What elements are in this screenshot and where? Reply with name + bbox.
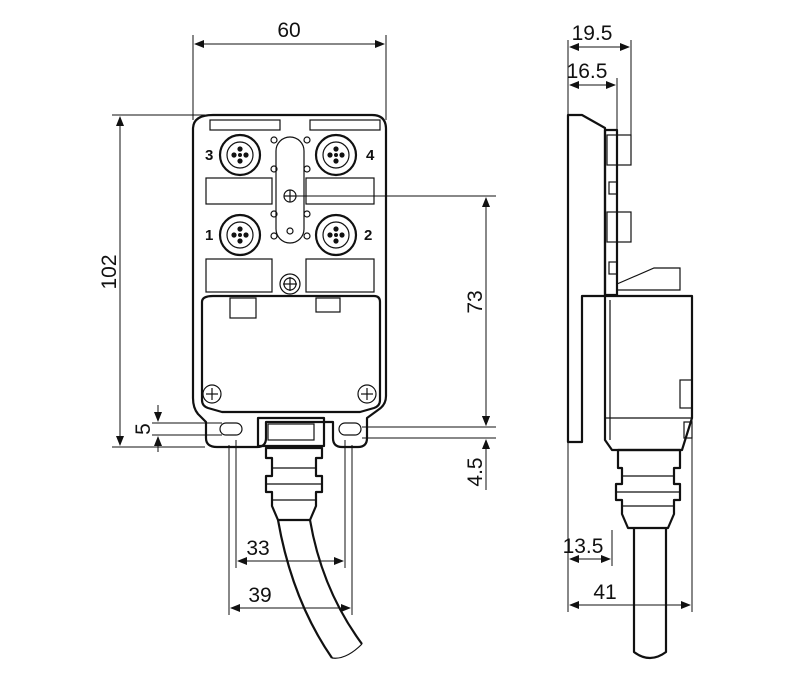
label-slot-top-right bbox=[309, 119, 381, 131]
dim-offset-5: 5 bbox=[132, 423, 155, 435]
gland-block bbox=[256, 416, 326, 448]
label-field-3 bbox=[205, 258, 273, 293]
dim-depth-16-5: 16.5 bbox=[567, 60, 608, 83]
side-back-plate bbox=[566, 113, 607, 444]
port-2 bbox=[314, 213, 358, 257]
dim-offset-4-5: 4.5 bbox=[464, 457, 487, 486]
side-cover-lid bbox=[616, 267, 681, 291]
cable bbox=[276, 519, 363, 659]
cover-screw-left-icon bbox=[202, 384, 222, 404]
cover-screw-icon bbox=[279, 273, 301, 295]
side-view bbox=[566, 113, 694, 660]
dim-height-102: 102 bbox=[98, 254, 121, 289]
side-dimensions: 19.5 16.5 13.5 41 bbox=[563, 22, 693, 612]
label-field-1 bbox=[205, 177, 273, 205]
mount-slot-right bbox=[338, 422, 362, 436]
side-led-top bbox=[608, 181, 618, 195]
dim-side-41: 41 bbox=[593, 581, 616, 604]
housing-outline bbox=[191, 113, 388, 449]
port-number-1: 1 bbox=[205, 227, 213, 244]
front-dimensions: 60 102 5 73 4.5 33 39 bbox=[98, 19, 496, 615]
front-view: 3 4 1 2 bbox=[191, 113, 388, 659]
side-connector-bottom bbox=[606, 211, 632, 243]
side-connector-top bbox=[606, 134, 632, 166]
port-number-3: 3 bbox=[205, 147, 213, 164]
dim-spacing-33: 33 bbox=[246, 537, 269, 560]
dim-depth-19-5: 19.5 bbox=[572, 22, 613, 45]
cover-tab-right bbox=[315, 297, 341, 313]
cover-outline bbox=[200, 294, 382, 414]
port-number-2: 2 bbox=[364, 227, 372, 244]
gland-plate bbox=[267, 423, 315, 441]
label-slot-top-left bbox=[209, 119, 281, 131]
port-4 bbox=[314, 133, 358, 177]
cover-screw-right-icon bbox=[357, 384, 377, 404]
mount-slot-left bbox=[219, 422, 243, 436]
center-slot bbox=[275, 136, 305, 244]
port-3 bbox=[218, 133, 262, 177]
decorative-dots bbox=[270, 136, 311, 240]
dim-pitch-73: 73 bbox=[464, 290, 487, 313]
side-tab bbox=[679, 379, 693, 409]
dim-offset-13-5: 13.5 bbox=[563, 535, 604, 558]
side-main-body bbox=[603, 294, 694, 452]
dim-base-39: 39 bbox=[248, 584, 271, 607]
label-field-2 bbox=[305, 177, 375, 205]
label-field-4 bbox=[305, 258, 375, 293]
side-cable bbox=[632, 528, 668, 660]
side-cable-gland bbox=[614, 448, 682, 530]
dim-width-60: 60 bbox=[277, 19, 300, 42]
cover-tab-left bbox=[229, 297, 257, 319]
port-number-4: 4 bbox=[366, 147, 375, 164]
side-led-bottom bbox=[608, 261, 618, 275]
port-1 bbox=[218, 213, 262, 257]
